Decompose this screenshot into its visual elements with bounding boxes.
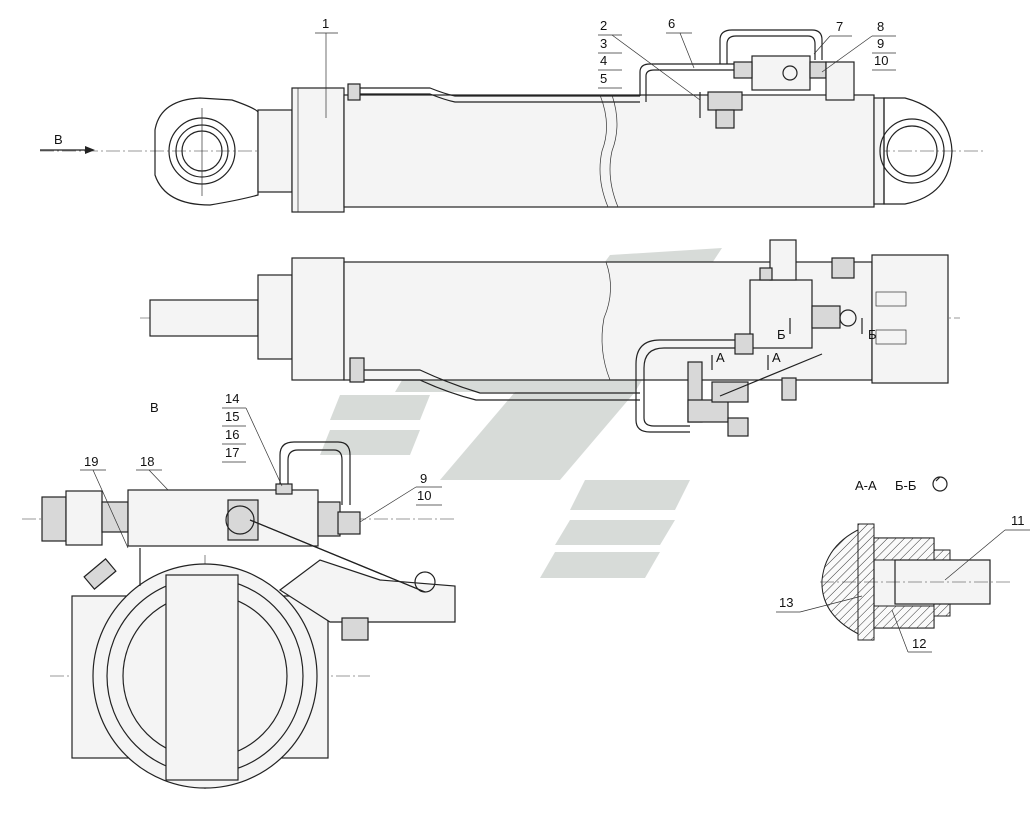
- view-b: [22, 441, 456, 790]
- text-labels: В В А-А Б-Б А А Б Б 1 2 3 4 5 6 7 8 9 10…: [54, 16, 1025, 651]
- section-mark-b2: Б: [868, 327, 877, 342]
- callout-16: 16: [225, 427, 239, 442]
- callout-3: 3: [600, 36, 607, 51]
- top-view: [40, 29, 985, 213]
- callout-9: 9: [877, 36, 884, 51]
- callout-13: 13: [779, 595, 793, 610]
- callout-17: 17: [225, 445, 239, 460]
- callout-8: 8: [877, 19, 884, 34]
- callout-12: 12: [912, 636, 926, 651]
- arrow-b-label: В: [54, 132, 63, 147]
- callout-9-view-b: 9: [420, 471, 427, 486]
- callout-18: 18: [140, 454, 154, 469]
- callout-19: 19: [84, 454, 98, 469]
- callout-2: 2: [600, 18, 607, 33]
- callout-7: 7: [836, 19, 843, 34]
- section-aa-bb: [820, 476, 1010, 641]
- callout-1: 1: [322, 16, 329, 31]
- callout-15: 15: [225, 409, 239, 424]
- view-b-title: В: [150, 400, 159, 415]
- callout-5: 5: [600, 71, 607, 86]
- middle-view: [140, 239, 960, 437]
- section-mark-a2: А: [772, 350, 781, 365]
- callout-6: 6: [668, 16, 675, 31]
- leader-lines: [80, 32, 1030, 653]
- section-mark-a1: А: [716, 350, 725, 365]
- section-aa-title: А-А: [855, 478, 877, 493]
- callout-10: 10: [874, 53, 888, 68]
- callout-14: 14: [225, 391, 239, 406]
- section-bb-title: Б-Б: [895, 478, 916, 493]
- callout-10-view-b: 10: [417, 488, 431, 503]
- section-mark-b1: Б: [777, 327, 786, 342]
- callout-11: 11: [1011, 513, 1025, 528]
- callout-4: 4: [600, 53, 607, 68]
